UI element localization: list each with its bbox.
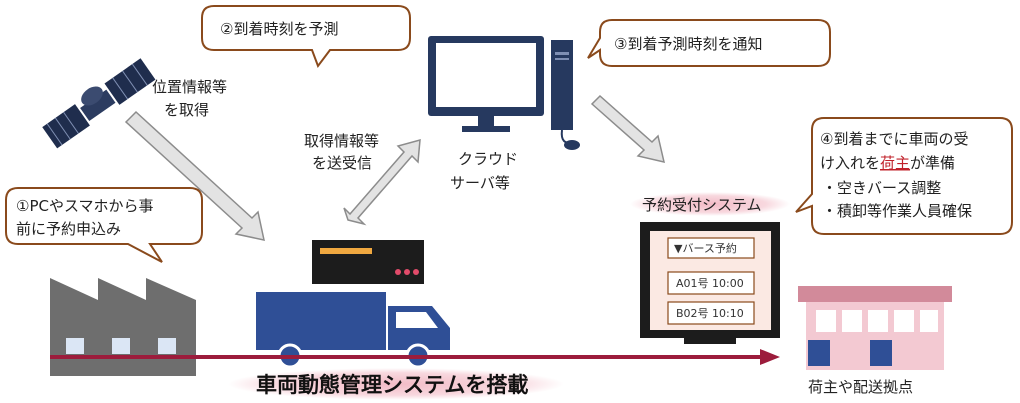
callout-prepare-highlight: 荷主 (880, 154, 910, 172)
callout-notify-text: ③到着予測時刻を通知 (614, 35, 762, 53)
shipper-hub-label: 荷主や配送拠点 (808, 378, 913, 396)
timeline-arrow (50, 349, 780, 365)
satellite-label-line1: 位置情報等 (152, 78, 227, 96)
callout-prepare-line3: ・空きバース調整 (822, 179, 941, 197)
reservation-header: ▼バース予約 (674, 241, 737, 255)
callout-predict-arrival: ②到着時刻を予測 (201, 5, 411, 69)
reservation-terminal: ▼バース予約 A01号 10:00 B02号 10:10 (640, 222, 780, 344)
callout-prepare-line1: ④到着までに車両の受 (820, 130, 968, 148)
server-computer-icon (428, 36, 580, 150)
cloud-label-line2: サーバ等 (450, 174, 510, 192)
reservation-slot-text: A01号 10:00 (676, 277, 744, 290)
warehouse-icon (798, 286, 952, 370)
onboard-label-highlight (228, 368, 564, 400)
satellite-label-line2: を取得 (164, 101, 209, 119)
callout-prepare-line2-suffix: が準備 (910, 154, 955, 172)
reservation-slot (667, 271, 755, 295)
reservation-slot (667, 301, 755, 325)
factory-icon (50, 278, 196, 376)
callout-predict-text: ②到着時刻を予測 (220, 20, 338, 38)
transmit-label-line2: を送受信 (312, 154, 372, 172)
onboard-device-icon (312, 240, 424, 284)
callout-notify-arrival: ③到着予測時刻を通知 (587, 19, 831, 67)
callout-advance-booking: ①PCやスマホから事 前に予約申込み (5, 187, 203, 263)
callout-prepare-line2-prefix: け入れを (820, 154, 880, 172)
transmit-label-line1: 取得情報等 (304, 132, 379, 150)
arrow-satellite-to-truck (124, 110, 265, 241)
reservation-system-label: 予約受付システム (642, 196, 762, 214)
callout-booking-line2: 前に予約申込み (16, 220, 121, 238)
reservation-label-highlight (630, 192, 790, 216)
callout-booking-line1: ①PCやスマホから事 (16, 197, 154, 215)
cloud-label-line1: クラウド (458, 150, 518, 168)
callout-prepare-line2: け入れを荷主が準備 (820, 154, 955, 172)
callout-receiving-preparation: ④到着までに車両の受 け入れを荷主が準備 ・空きバース調整 ・積卸等作業人員確保 (795, 117, 1013, 235)
callout-prepare-line4: ・積卸等作業人員確保 (822, 202, 972, 220)
arrow-server-to-reservation (590, 94, 666, 164)
reservation-slot-text: B02号 10:10 (676, 307, 744, 320)
arrow-truck-server-bidirectional (343, 138, 421, 226)
satellite-icon (42, 58, 156, 149)
onboard-system-label: 車両動態管理システムを搭載 (256, 373, 528, 397)
